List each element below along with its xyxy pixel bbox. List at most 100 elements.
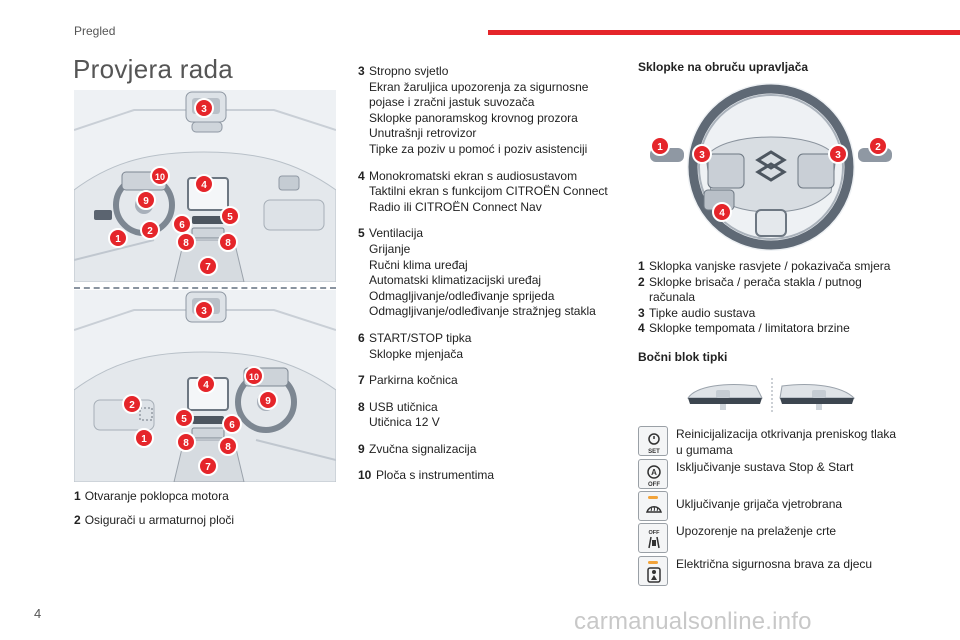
svg-text:5: 5 <box>227 212 233 223</box>
windscreen-heater-icon[interactable] <box>638 491 668 521</box>
item-number: 9 <box>358 441 365 456</box>
item-line: Isključivanje sustava Stop & Start <box>676 460 854 474</box>
side-button-description: Isključivanje sustava Stop & Start <box>676 459 906 476</box>
item-line: Sklopke tempomata / limitatora brzine <box>649 321 850 336</box>
item-line: Reinicijalizacija otkrivanja preniskog t… <box>676 427 897 441</box>
stop-start-off-icon[interactable]: A OFF <box>638 459 668 489</box>
side-button-row-3: Uključivanje grijača vjetrobrana <box>638 491 906 521</box>
list-item: 4 Monokromatski ekran s audiosustavom Ta… <box>358 169 618 216</box>
list-item: 10 Ploča s instrumentima <box>358 468 618 484</box>
item-line: računala <box>649 290 696 305</box>
item-number: 5 <box>358 226 365 241</box>
side-button-row-5: Električna sigurnosna brava za djecu <box>638 556 906 586</box>
list-item: 3 Tipke audio sustava <box>638 306 908 322</box>
svg-text:3: 3 <box>835 150 841 161</box>
callout-badge: 8 <box>218 232 238 252</box>
svg-text:8: 8 <box>225 442 231 453</box>
list-item: 3 Stropno svjetlo Ekran žaruljica upozor… <box>358 64 618 158</box>
item-number: 6 <box>358 330 365 345</box>
svg-text:A: A <box>651 468 657 477</box>
side-button-row-4: OFF Upozorenje na prelaženje crte <box>638 523 906 553</box>
svg-text:6: 6 <box>179 220 185 231</box>
list-item: 5 Ventilacija Grijanje Ručni klima uređa… <box>358 226 618 320</box>
item-number: 2 <box>638 274 645 289</box>
callouts-bottom: 3 10 4 9 2 5 6 1 8 8 7 <box>122 300 278 476</box>
item-number: 8 <box>358 399 365 414</box>
svg-text:7: 7 <box>205 262 211 273</box>
item-line: Ploča s instrumentima <box>376 468 495 483</box>
dashboard-illustration-bottom <box>74 290 336 482</box>
svg-text:SET: SET <box>648 449 660 455</box>
callout-badge: 10 <box>244 366 264 386</box>
wheel-callouts: 1 2 3 3 4 <box>650 136 888 222</box>
child-lock-icon[interactable] <box>638 556 668 586</box>
caption-text: Otvaranje poklopca motora <box>84 489 229 503</box>
item-number: 7 <box>358 373 365 388</box>
callout-badge: 7 <box>198 256 218 276</box>
side-button-description: Upozorenje na prelaženje crte <box>676 523 906 540</box>
item-line: Električna sigurnosna brava za djecu <box>676 557 873 571</box>
item-line: Monokromatski ekran s audiosustavom <box>369 168 578 183</box>
indicator-led <box>648 561 658 564</box>
item-line: Automatski klimatizacijski uređaj <box>369 273 542 288</box>
caption-number: 2 <box>74 513 81 527</box>
item-line: Odmagljivanje/odleđivanje stražnjeg stak… <box>369 304 596 319</box>
list-item: 8 USB utičnica Utičnica 12 V <box>358 400 618 431</box>
item-line: Radio ili CITROËN Connect Nav <box>369 199 542 214</box>
steering-wheel-diagram: 1 2 3 3 4 <box>646 82 896 252</box>
svg-text:2: 2 <box>129 400 135 411</box>
side-button-row-2: A OFF Isključivanje sustava Stop & Start <box>638 459 906 489</box>
item-line: Ekran žaruljica upozorenja za sigurnosne <box>369 79 589 94</box>
callouts-top: 3 10 4 9 6 5 2 8 8 1 7 <box>108 98 240 276</box>
item-number: 3 <box>638 305 645 320</box>
side-block-diagram <box>686 378 858 412</box>
svg-text:3: 3 <box>699 150 705 161</box>
callout-badge: 3 <box>692 144 712 164</box>
svg-text:2: 2 <box>147 226 153 237</box>
page-number: 4 <box>34 606 42 621</box>
callout-badge: 6 <box>222 414 242 434</box>
svg-text:9: 9 <box>265 396 271 407</box>
caption-number: 1 <box>74 489 81 503</box>
callout-badge: 9 <box>136 190 156 210</box>
list-item: 9 Zvučna signalizacija <box>358 442 618 458</box>
side-button-description: Električna sigurnosna brava za djecu <box>676 556 906 573</box>
item-line: Odmagljivanje/odleđivanje sprijeda <box>369 288 555 303</box>
callout-badge: 3 <box>194 300 214 320</box>
item-line: Sklopke mjenjača <box>369 346 464 361</box>
side-block-title: Bočni blok tipki <box>638 350 728 364</box>
callout-badge: 4 <box>196 374 216 394</box>
item-line: u gumama <box>676 442 733 457</box>
tyre-pressure-set-icon[interactable]: SET <box>638 426 668 456</box>
callout-badge: 3 <box>194 98 214 118</box>
callout-badge: 2 <box>122 394 142 414</box>
list-item: 4 Sklopke tempomata / limitatora brzine <box>638 321 908 337</box>
svg-text:OFF: OFF <box>649 530 661 536</box>
item-line: Tipke za poziv u pomoć i poziv asistenci… <box>369 141 588 156</box>
item-line: Utičnica 12 V <box>369 415 440 430</box>
indicator-led <box>648 496 658 499</box>
item-line: Upozorenje na prelaženje crte <box>676 524 837 538</box>
list-item: 1 Sklopka vanjske rasvjete / pokazivača … <box>638 259 908 275</box>
item-line: Unutrašnji retrovizor <box>369 126 477 141</box>
list-item: 2 Sklopke brisača / perača stakla / putn… <box>638 275 908 306</box>
controls-list: 3 Stropno svjetlo Ekran žaruljica upozor… <box>358 64 618 495</box>
callout-badge: 10 <box>150 166 170 186</box>
item-number: 10 <box>358 468 372 483</box>
callout-badge: 1 <box>108 228 128 248</box>
svg-text:4: 4 <box>201 180 207 191</box>
svg-text:9: 9 <box>143 196 149 207</box>
item-line: Uključivanje grijača vjetrobrana <box>676 497 843 511</box>
lane-departure-off-icon[interactable]: OFF <box>638 523 668 553</box>
callout-badge: 8 <box>176 432 196 452</box>
list-item: 7 Parkirna kočnica <box>358 373 618 389</box>
item-line: Zvučna signalizacija <box>369 441 477 456</box>
wheel-section-title: Sklopke na obruču upravljača <box>638 60 809 74</box>
svg-text:5: 5 <box>181 414 187 425</box>
steering-wheel-illustration <box>650 83 892 251</box>
item-line: Ventilacija <box>369 226 424 241</box>
callout-badge: 2 <box>868 136 888 156</box>
callout-badge: 5 <box>174 408 194 428</box>
side-button-row-1: SET Reinicijalizacija otkrivanja prenisk… <box>638 426 906 458</box>
